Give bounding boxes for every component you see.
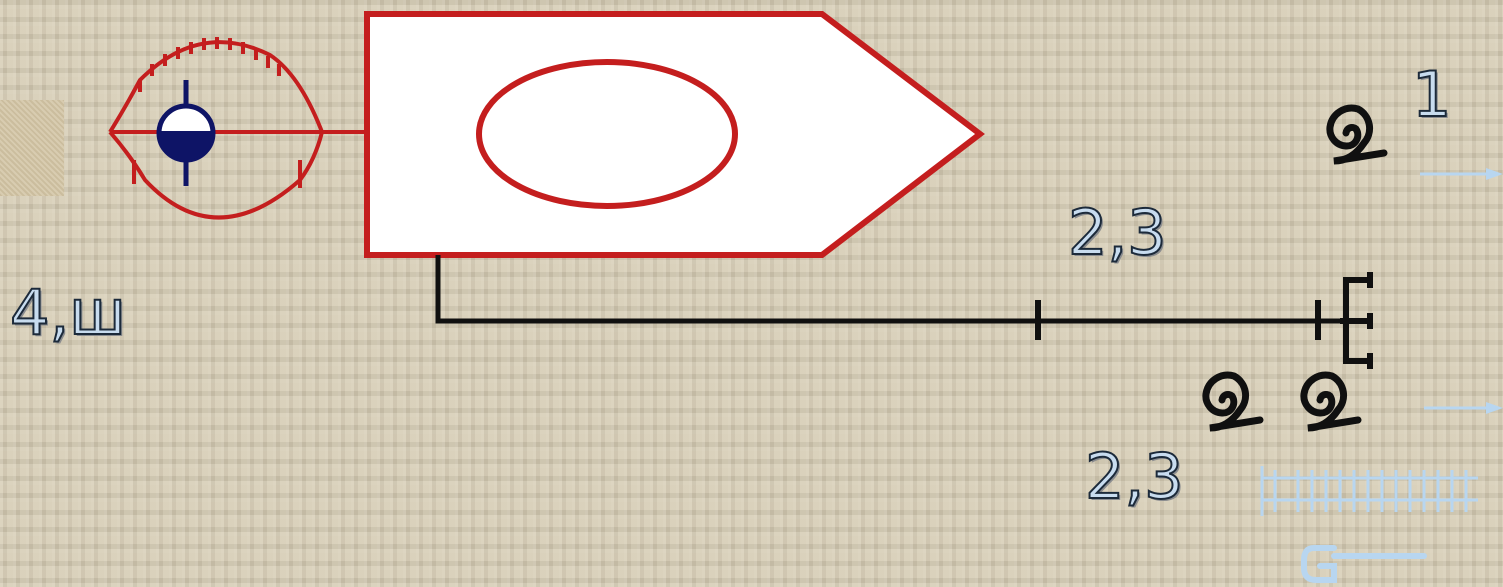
hose-path bbox=[438, 255, 1340, 321]
hose-line bbox=[438, 255, 1370, 369]
pump-assembly bbox=[110, 37, 366, 218]
hook-icon bbox=[1304, 548, 1424, 580]
label-number-2-3-lower: 2,3 bbox=[1085, 446, 1184, 508]
label-number-1: 1 bbox=[1412, 64, 1451, 126]
arrow-icon bbox=[1420, 168, 1503, 180]
drainage-tap-icon bbox=[1340, 272, 1370, 369]
pump-lower-arc bbox=[110, 132, 322, 218]
arrow-panel bbox=[367, 14, 980, 255]
centrifugal-pump-icon bbox=[159, 80, 213, 186]
spiral-icon bbox=[1330, 108, 1384, 161]
label-4-sh: 4,ш bbox=[10, 282, 126, 344]
spiral-icon bbox=[1206, 375, 1260, 428]
spiral-icon bbox=[1304, 375, 1358, 428]
arrow-panel-shape bbox=[367, 14, 980, 255]
ladder-icon bbox=[1262, 466, 1478, 516]
arrow-icon bbox=[1424, 402, 1503, 414]
label-number-2-3-upper: 2,3 bbox=[1068, 202, 1167, 264]
